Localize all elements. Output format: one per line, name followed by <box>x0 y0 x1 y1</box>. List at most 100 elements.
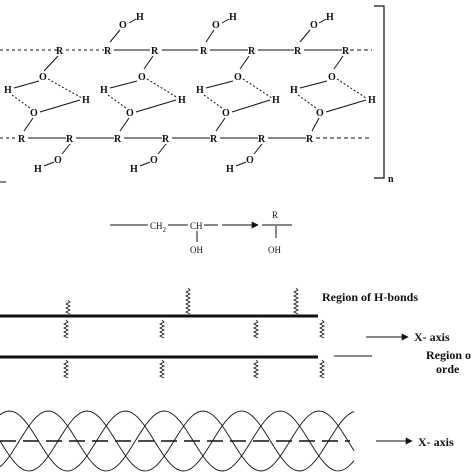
helix-strand <box>0 410 355 472</box>
upper-hydroxyl-bond <box>318 18 327 24</box>
upper-down-bond <box>239 55 250 70</box>
lower-up-bond <box>23 117 34 132</box>
reactant-ch-label: CH <box>190 221 203 231</box>
hbond-wiggle <box>159 319 165 339</box>
hbond-wiggle <box>253 319 259 339</box>
hbond-wiggle <box>65 299 71 315</box>
lower-hydroxyl-bond <box>253 143 263 155</box>
region-hbonds-label: Region of H-bonds <box>322 290 418 304</box>
product-oh-label: OH <box>268 245 281 255</box>
region-order-label-line1: Region o <box>426 348 471 362</box>
repeat-bracket <box>374 5 385 179</box>
hydrogen-bond <box>146 78 179 99</box>
upper-hydroxyl-h: H <box>136 12 144 23</box>
lower-hydroxyl-o: O <box>54 155 62 166</box>
lower-oh-bond <box>231 99 271 113</box>
lower-r-atom: R <box>18 134 26 145</box>
lower-h-atom: H <box>178 95 186 106</box>
lower-hydroxyl-o: O <box>150 155 158 166</box>
upper-r-atom: R <box>151 46 159 57</box>
hydrogen-bond <box>297 94 317 109</box>
lower-o-atom: O <box>30 108 38 119</box>
hbond-wiggle <box>293 287 299 315</box>
upper-down-bond <box>333 55 344 70</box>
lower-oh-bond <box>135 99 177 113</box>
lower-r-atom: R <box>210 134 218 145</box>
lower-hydroxyl-bond <box>139 161 151 167</box>
lower-o-atom: O <box>222 108 230 119</box>
x-axis-label-1: X- axis <box>414 330 450 344</box>
middle-o-atom: O <box>234 72 242 83</box>
lower-r-atom: R <box>306 134 314 145</box>
lower-r-atom: R <box>66 134 74 145</box>
upper-r-atom: R <box>342 46 350 57</box>
upper-hydroxyl-bond <box>221 18 230 24</box>
lower-r-atom: R <box>114 134 122 145</box>
hbond-wiggle <box>63 319 69 339</box>
hydrogen-bond <box>242 78 273 99</box>
lower-up-bond <box>119 117 130 132</box>
lower-r-atom: R <box>258 134 266 145</box>
helix-strand <box>0 410 355 472</box>
lower-hydroxyl-bond <box>43 161 55 167</box>
upper-hydroxyl-bond <box>128 18 137 24</box>
upper-hydroxyl-o: O <box>310 20 318 31</box>
lower-hydroxyl-bond <box>235 161 247 167</box>
upper-hydroxyl-bond <box>205 29 215 43</box>
reactant-ch2-label: CH2 <box>150 221 167 234</box>
x-axis-label-2: X- axis <box>418 435 454 449</box>
lower-hydroxyl-h: H <box>130 164 138 175</box>
lower-o-atom: O <box>126 108 134 119</box>
lower-hydroxyl-bond <box>157 143 167 155</box>
upper-r-atom: R <box>200 46 208 57</box>
hbond-network: R R R R R R R O H O H O H O H O H O H O <box>0 5 394 185</box>
hydrogen-bond <box>11 94 31 109</box>
upper-hydroxyl-h: H <box>229 12 237 23</box>
lower-h-atom: H <box>368 95 376 106</box>
middle-o-atom: O <box>138 72 146 83</box>
reaction-equation: CH2 CH OH R OH <box>110 210 292 255</box>
lower-h-atom: H <box>272 95 280 106</box>
hydrogen-bond <box>203 94 223 109</box>
helix-strand <box>0 410 355 472</box>
middle-o-atom: O <box>39 72 47 83</box>
lower-hydroxyl-bond <box>61 143 71 155</box>
upper-r-atom: R <box>104 46 112 57</box>
chain-schematic: Region of H-bonds X- axis Region o orde … <box>0 287 471 472</box>
lower-h-atom: H <box>82 95 90 106</box>
upper-hydroxyl-bond <box>299 29 311 43</box>
lower-r-atom: R <box>162 134 170 145</box>
middle-h-atom: H <box>196 85 204 96</box>
lower-up-bond <box>311 117 320 132</box>
upper-r-atom: R <box>56 46 64 57</box>
hbond-wiggle <box>319 319 325 339</box>
hbond-wiggle <box>159 359 165 379</box>
upper-hydroxyl-bond <box>109 29 121 43</box>
upper-hydroxyl-o: O <box>212 20 220 31</box>
lower-o-atom: O <box>316 108 324 119</box>
upper-r-atom: R <box>248 46 256 57</box>
middle-o-atom: O <box>328 72 336 83</box>
middle-oh-bond <box>13 80 40 89</box>
repeat-subscript-n: n <box>388 174 394 185</box>
upper-hydroxyl-h: H <box>326 12 334 23</box>
middle-h-atom: H <box>4 85 12 96</box>
lower-hydroxyl-h: H <box>226 164 234 175</box>
product-r-label: R <box>272 210 278 220</box>
upper-down-bond <box>143 55 154 70</box>
middle-oh-bond <box>109 80 138 89</box>
middle-oh-bond <box>205 80 234 89</box>
middle-h-atom: H <box>100 85 108 96</box>
hydrogen-bond <box>336 78 367 99</box>
upper-r-atom: R <box>294 46 302 57</box>
hbond-wiggle <box>253 359 259 379</box>
hbond-wiggle <box>319 359 325 379</box>
lower-oh-bond <box>39 99 81 113</box>
region-order-label-line2: orde <box>436 362 460 376</box>
lower-hydroxyl-o: O <box>246 155 254 166</box>
middle-h-atom: H <box>290 85 298 96</box>
lower-oh-bond <box>325 99 367 113</box>
reactant-oh-label: OH <box>190 245 203 255</box>
lower-up-bond <box>215 117 226 132</box>
